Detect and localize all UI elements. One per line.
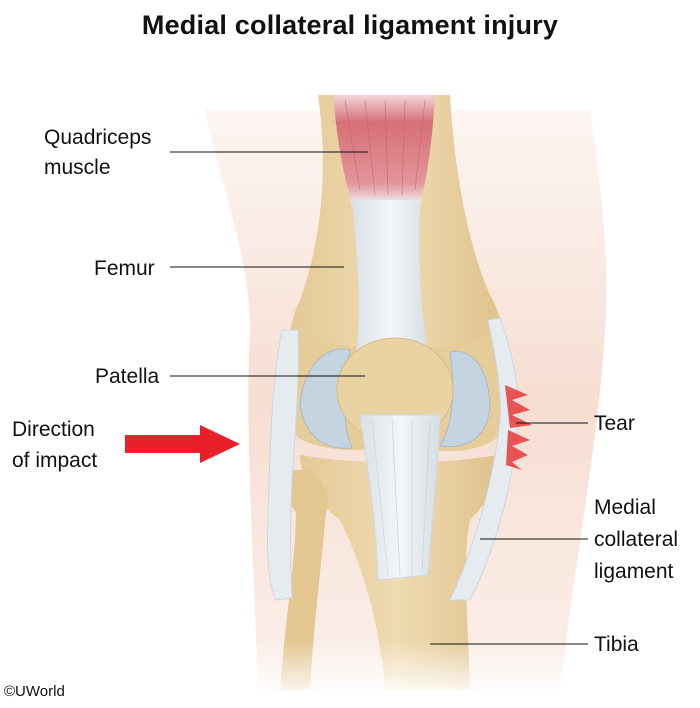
lateral-collateral-ligament bbox=[266, 329, 300, 601]
label-quadriceps-line1: Quadriceps bbox=[44, 126, 152, 149]
bottom-fade bbox=[240, 640, 600, 700]
label-quadriceps-line2: muscle bbox=[44, 156, 111, 179]
patellar-ligament bbox=[359, 414, 441, 581]
tear bbox=[505, 385, 532, 470]
copyright-notice: ©UWorld bbox=[4, 683, 65, 700]
impact-arrow bbox=[125, 425, 240, 463]
medial-meniscus bbox=[439, 350, 491, 448]
label-tear: Tear bbox=[594, 412, 635, 435]
label-direction-line1: Direction bbox=[12, 418, 95, 441]
label-femur: Femur bbox=[94, 257, 155, 280]
label-mcl-line1: Medial bbox=[594, 496, 656, 519]
diagram-title: Medial collateral ligament injury bbox=[141, 10, 559, 40]
label-tibia: Tibia bbox=[594, 633, 639, 656]
label-direction-line2: of impact bbox=[12, 449, 98, 472]
label-patella: Patella bbox=[95, 365, 160, 388]
label-mcl-line2: collateral bbox=[594, 528, 679, 551]
quadriceps-tendon bbox=[352, 200, 430, 360]
fibula bbox=[280, 470, 328, 690]
quadriceps-muscle bbox=[333, 95, 435, 205]
label-mcl-line3: ligament bbox=[594, 560, 674, 583]
